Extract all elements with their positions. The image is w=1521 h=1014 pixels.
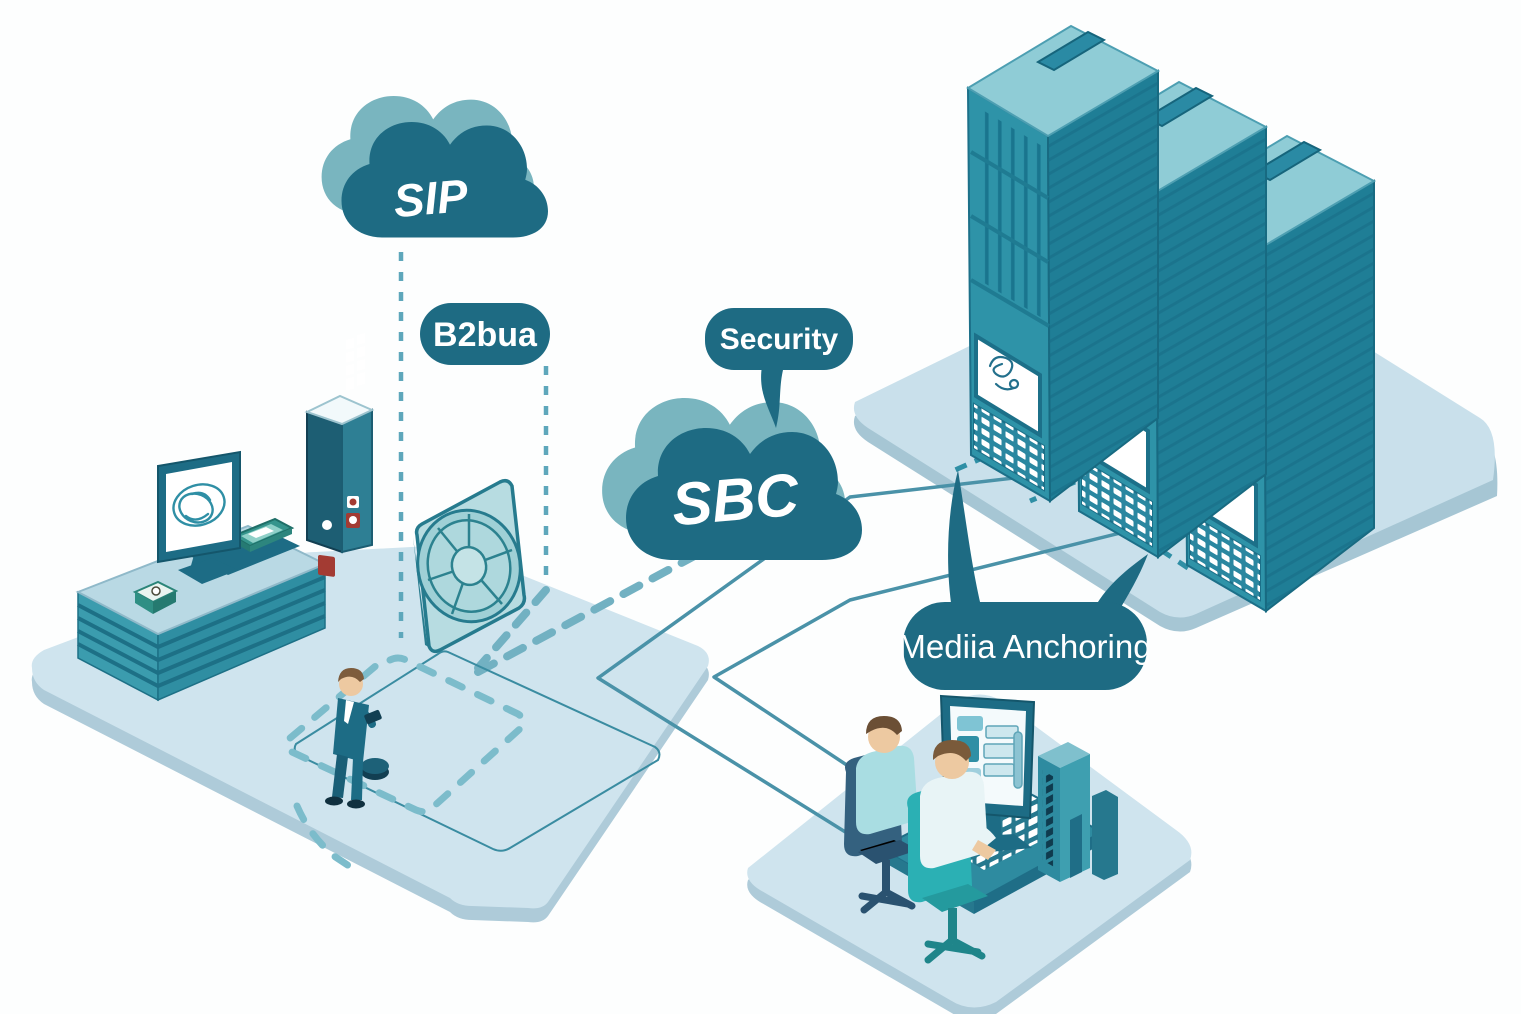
thick-dash-1: [474, 586, 550, 672]
phone-icon: [364, 709, 382, 725]
b2bua-pill: B2bua: [420, 303, 550, 365]
media-anchoring-label: Mediia Anchoring: [898, 628, 1151, 665]
sbc-cloud-icon: SBC: [602, 398, 862, 560]
operator-person-icon: [844, 716, 926, 914]
walking-person-icon: [325, 668, 389, 809]
operator-person-icon: [907, 740, 996, 964]
kiosk-panel: [346, 332, 365, 391]
desk-monitor-icon: [157, 450, 241, 584]
security-label: Security: [720, 323, 839, 356]
sip-cloud-icon: SIP: [321, 96, 548, 238]
kiosk-badges: [318, 496, 360, 577]
workstation-tower-icon: [1038, 742, 1118, 882]
zone-outline: [283, 650, 661, 872]
security-speech-bubble: Security: [705, 308, 853, 428]
thick-dash-2: [474, 549, 704, 676]
workstation: [844, 694, 1118, 964]
b2bua-label: B2bua: [433, 316, 538, 354]
puck: [361, 758, 389, 774]
walking-path-dashes: [283, 654, 527, 816]
desk-tray: [230, 517, 295, 552]
desk-badge-box: [132, 580, 179, 614]
server-rack-icon: [966, 24, 1160, 503]
sip-label: SIP: [391, 169, 470, 227]
kiosk-tower-icon: [304, 332, 375, 577]
sbc-label: SBC: [669, 461, 803, 539]
media-anchoring-bubble: Mediia Anchoring: [898, 470, 1152, 690]
logo-doodle-icon: [172, 483, 226, 527]
fan-unit-icon: [413, 478, 527, 654]
